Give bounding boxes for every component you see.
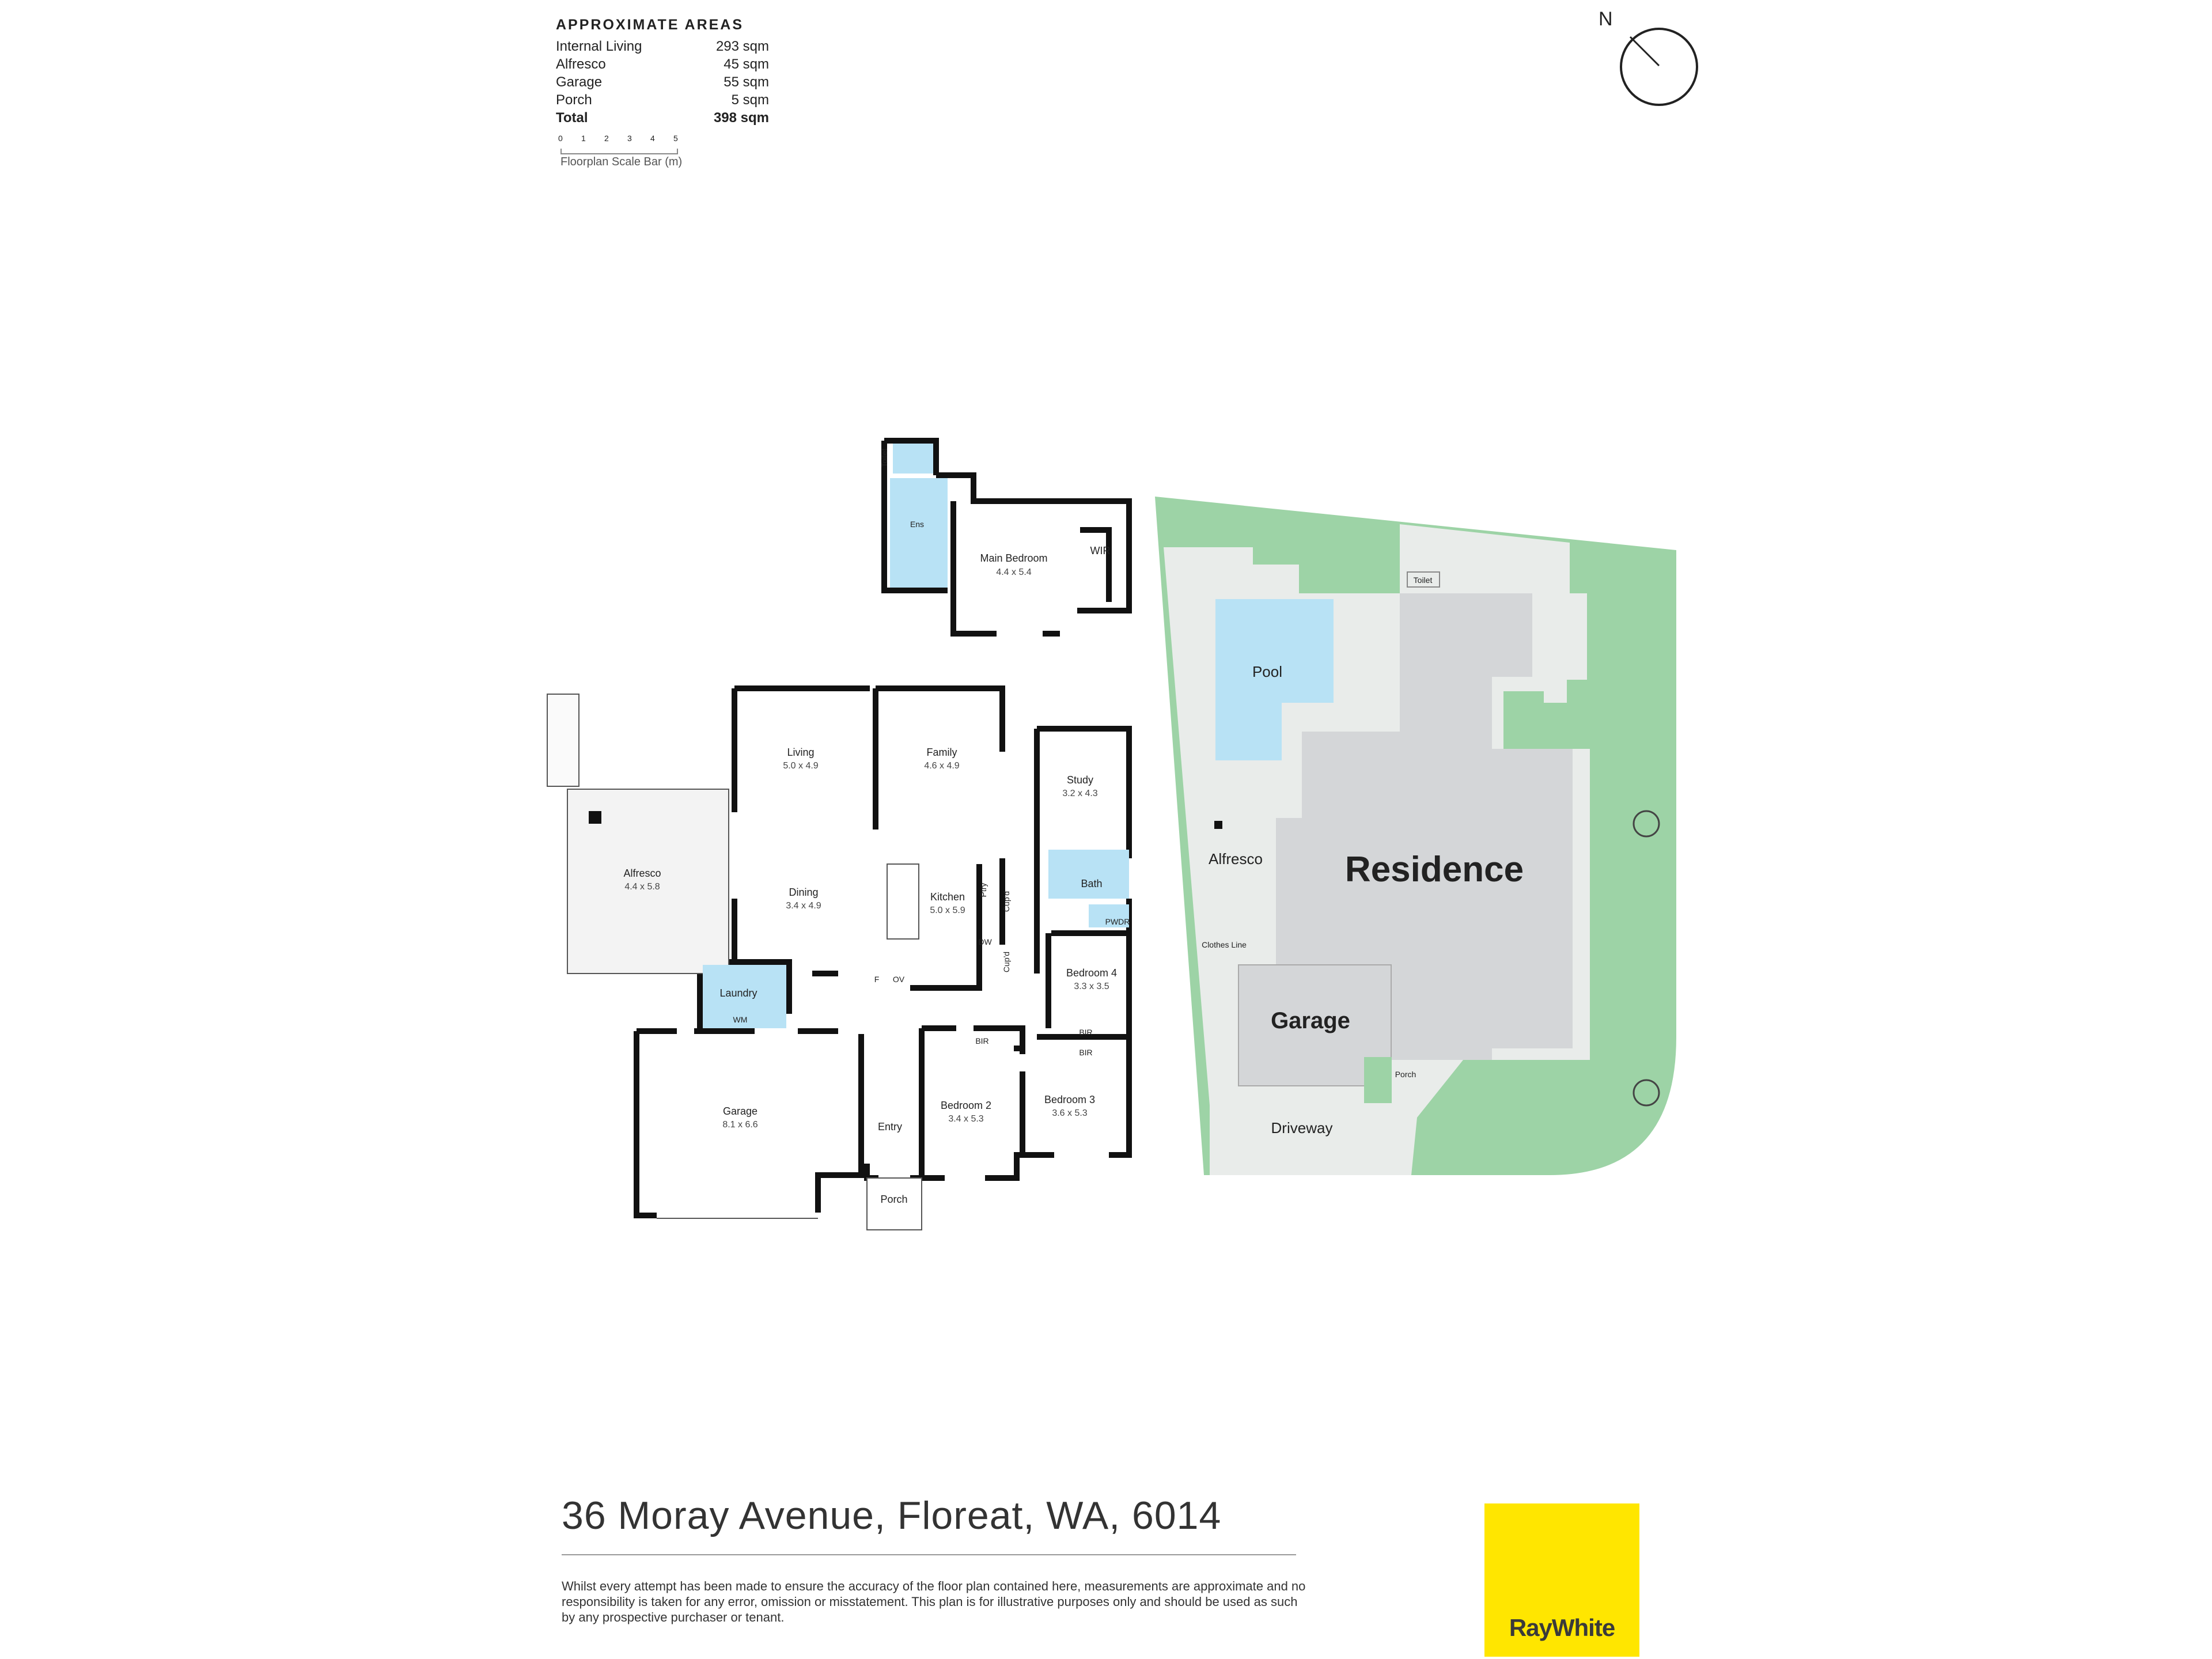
garage-label: Garage (723, 1105, 757, 1117)
alfresco-stairs (547, 694, 579, 787)
site-bbq-icon (1214, 821, 1222, 829)
compass-icon (1620, 28, 1698, 106)
scale-line (560, 149, 678, 154)
site-alfresco-label: Alfresco (1209, 850, 1263, 868)
scale-tick: 0 (558, 134, 563, 143)
site-porch-label: Porch (1395, 1070, 1416, 1079)
scale-tick: 2 (604, 134, 609, 143)
kitchen-dim: 5.0 x 5.9 (930, 906, 965, 915)
site-driveway-label: Driveway (1271, 1119, 1333, 1137)
toilet-area (893, 444, 933, 474)
ptry-label: Ptry (979, 883, 988, 897)
dining-dim: 3.4 x 4.9 (786, 901, 821, 911)
walls (634, 438, 1132, 1218)
porch-area (866, 1177, 922, 1230)
garage-dim: 8.1 x 6.6 (722, 1120, 757, 1130)
bedroom2-label: Bedroom 2 (941, 1100, 991, 1111)
compass-north-label: N (1599, 8, 1613, 30)
bedroom3-label: Bedroom 3 (1044, 1094, 1095, 1105)
laundry-label: Laundry (719, 987, 757, 999)
raywhite-logo[interactable]: RayWhite (1484, 1503, 1639, 1657)
alfresco-bbq-icon (589, 811, 601, 824)
pwdr-area (1089, 904, 1129, 927)
family-label: Family (927, 747, 957, 758)
footer-divider (562, 1554, 1296, 1555)
ens-label: Ens (910, 520, 924, 529)
garage-footprint (1238, 964, 1392, 1086)
bedroom4-label: Bedroom 4 (1066, 967, 1117, 979)
entry-label: Entry (878, 1121, 902, 1132)
study-dim: 3.2 x 4.3 (1062, 789, 1097, 798)
residence-footprint (1276, 593, 1573, 1060)
porch-garden (1364, 1057, 1392, 1103)
kitchen-island (887, 863, 919, 940)
living-dim: 5.0 x 4.9 (783, 761, 818, 771)
scale-tick: 1 (581, 134, 586, 143)
bedroom2-dim: 3.4 x 5.3 (948, 1114, 983, 1124)
tree-icon (1633, 1079, 1660, 1107)
bir-label: BIR (1079, 1048, 1092, 1057)
dining-label: Dining (789, 887, 818, 898)
oven-label: OV (893, 975, 905, 984)
cupd-label: Cup'd (1002, 952, 1011, 972)
toilet-small-label: Toilet (880, 449, 889, 468)
pool (1215, 599, 1334, 760)
site-toilet-label: Toilet (1414, 575, 1433, 585)
kitchen-label: Kitchen (930, 891, 965, 903)
site-residence-label: Residence (1345, 850, 1524, 889)
laundry-area (703, 965, 786, 1028)
bedroom4-dim: 3.3 x 3.5 (1074, 982, 1109, 991)
scale-tick: 5 (673, 134, 678, 143)
property-address: 36 Moray Avenue, Floreat, WA, 6014 (562, 1494, 1222, 1537)
scale-caption: Floorplan Scale Bar (m) (560, 156, 683, 168)
alfresco-label: Alfresco (623, 868, 661, 879)
areas-heading: APPROXIMATE AREAS (556, 17, 744, 33)
bir-label: BIR (1079, 1028, 1092, 1037)
site-clothes-line-label: Clothes Line (1202, 940, 1247, 949)
fridge-label: F (874, 975, 880, 984)
bedroom3-dim: 3.6 x 5.3 (1052, 1108, 1087, 1118)
ensuite-area (890, 478, 948, 588)
site-pool-label: Pool (1252, 663, 1282, 680)
toilet-outbuilding (1407, 571, 1440, 588)
porch-label: Porch (880, 1194, 907, 1205)
tree-icon (1633, 810, 1660, 838)
pwdr-label: PWDR (1105, 917, 1130, 926)
scale-tick: 4 (650, 134, 655, 143)
scale-tick: 3 (627, 134, 632, 143)
cupd-label: Cup'd (1002, 891, 1011, 912)
wm-label: WM (733, 1015, 748, 1024)
dw-label: DW (978, 937, 992, 946)
family-dim: 4.6 x 4.9 (924, 761, 959, 771)
disclaimer-text: Whilst every attempt has been made to en… (562, 1579, 1306, 1624)
main-bedroom-label: Main Bedroom (980, 552, 1047, 564)
study-label: Study (1067, 774, 1093, 786)
wir-label: WIR (1090, 545, 1111, 556)
bath-area (1048, 850, 1129, 899)
brand-name: RayWhite (1509, 1614, 1615, 1641)
scale-bar: 0 1 2 3 4 5 Floorplan Scale Bar (m) (556, 134, 694, 168)
bath-label: Bath (1081, 878, 1102, 889)
bir-label: BIR (975, 1036, 988, 1046)
site-garage-label: Garage (1271, 1008, 1350, 1033)
alfresco-dim: 4.4 x 5.8 (624, 882, 660, 892)
living-label: Living (787, 747, 814, 758)
main-bedroom-dim: 4.4 x 5.4 (996, 567, 1031, 577)
